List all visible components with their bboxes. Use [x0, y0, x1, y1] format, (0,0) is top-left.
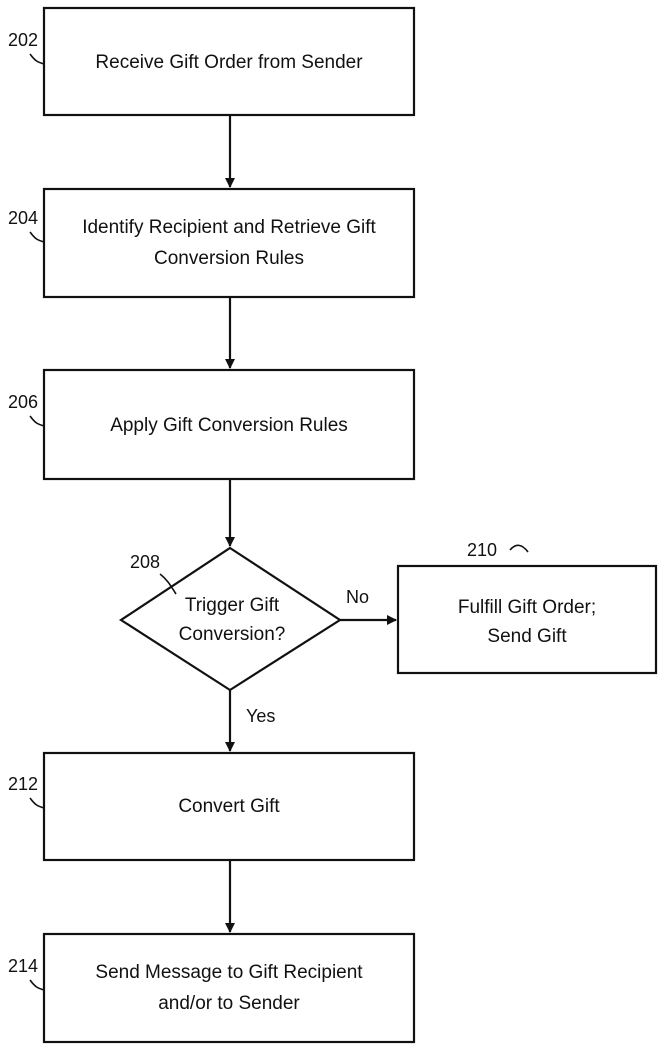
- step-204: Identify Recipient and Retrieve Gift Con…: [8, 189, 414, 297]
- step-214-line-1: Send Message to Gift Recipient: [95, 962, 363, 983]
- step-206-leader: [30, 416, 44, 426]
- step-206: Apply Gift Conversion Rules 206: [8, 370, 414, 479]
- step-212: Convert Gift 212: [8, 753, 414, 860]
- step-210-leader: [510, 545, 528, 552]
- step-204-box: [44, 189, 414, 297]
- step-214-box: [44, 934, 414, 1042]
- step-204-line-1: Identify Recipient and Retrieve Gift: [82, 217, 376, 238]
- decision-208-line-1: Trigger Gift: [185, 595, 280, 616]
- step-202-ref: 202: [8, 30, 38, 50]
- decision-208-ref: 208: [130, 552, 160, 572]
- step-210-ref: 210: [467, 540, 497, 560]
- step-210-line-2: Send Gift: [487, 626, 567, 647]
- step-214-leader: [30, 980, 44, 990]
- step-210: Fulfill Gift Order; Send Gift 210: [398, 540, 656, 673]
- step-210-box: [398, 566, 656, 673]
- step-206-line-1: Apply Gift Conversion Rules: [110, 415, 348, 436]
- step-212-leader: [30, 798, 44, 808]
- step-202: Receive Gift Order from Sender 202: [8, 8, 414, 115]
- step-212-ref: 212: [8, 774, 38, 794]
- branch-no-label: No: [346, 587, 369, 607]
- step-206-ref: 206: [8, 392, 38, 412]
- branch-yes-label: Yes: [246, 706, 275, 726]
- decision-208-line-2: Conversion?: [179, 624, 286, 645]
- step-204-ref: 204: [8, 208, 38, 228]
- step-204-line-2: Conversion Rules: [154, 248, 304, 269]
- decision-208: Trigger Gift Conversion? 208: [121, 548, 340, 690]
- step-212-line-1: Convert Gift: [178, 796, 280, 817]
- step-202-line-1: Receive Gift Order from Sender: [95, 52, 363, 73]
- step-214-ref: 214: [8, 956, 38, 976]
- step-204-leader: [30, 232, 44, 242]
- step-214-line-2: and/or to Sender: [158, 993, 300, 1014]
- step-202-leader: [30, 54, 44, 64]
- step-210-line-1: Fulfill Gift Order;: [458, 597, 596, 618]
- step-214: Send Message to Gift Recipient and/or to…: [8, 934, 414, 1042]
